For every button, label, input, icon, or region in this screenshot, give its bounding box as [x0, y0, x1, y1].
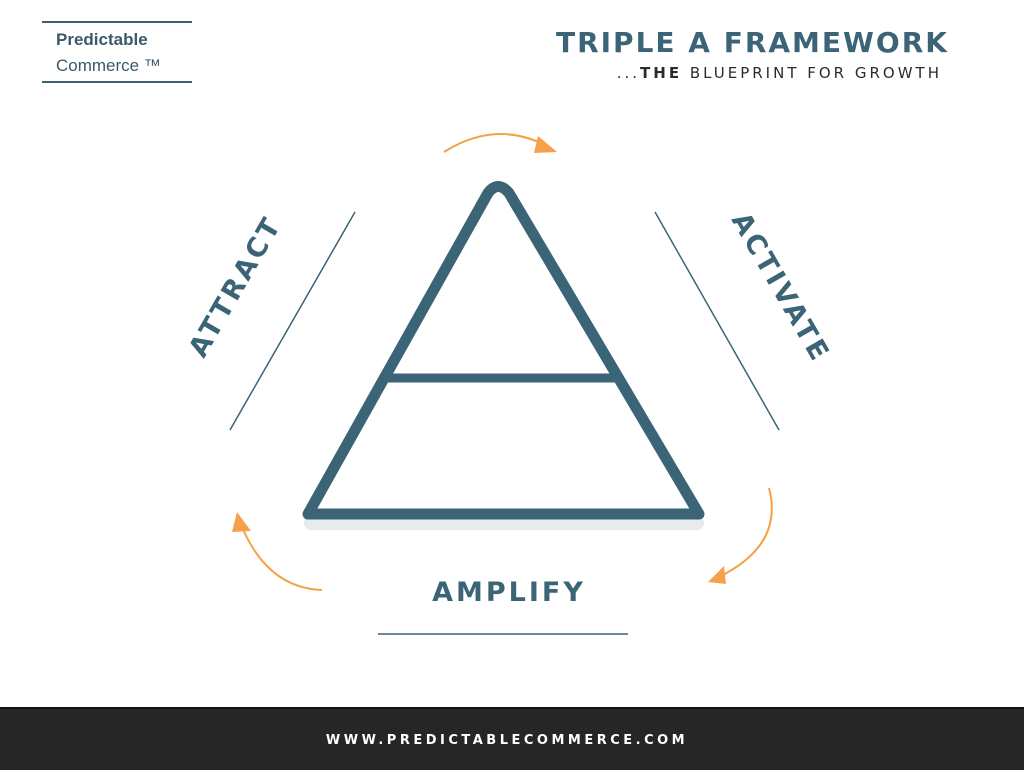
label-amplify: AMPLIFY: [432, 577, 586, 608]
footer-bar: WWW.PREDICTABLECOMMERCE.COM: [0, 707, 1024, 770]
brand-logo: Predictable Commerce ™: [42, 21, 192, 83]
subtitle-emphasis: THE: [640, 64, 683, 82]
triple-a-diagram: ATTRACT ACTIVATE AMPLIFY: [183, 133, 836, 635]
page-title: TRIPLE A FRAMEWORK: [555, 26, 949, 59]
arrow-top-icon: [443, 133, 546, 153]
logo-line1: Predictable: [56, 30, 148, 49]
logo-rule-bottom: [42, 81, 192, 83]
arrow-left-icon: [241, 526, 323, 591]
label-activate: ACTIVATE: [725, 207, 836, 368]
arrow-right-icon: [718, 487, 773, 578]
right-divider-line: [654, 211, 780, 431]
left-divider-line: [229, 211, 356, 431]
label-attract: ATTRACT: [183, 211, 288, 363]
subtitle-rest: BLUEPRINT FOR GROWTH: [682, 64, 942, 82]
footer-website-link[interactable]: WWW.PREDICTABLECOMMERCE.COM: [325, 733, 689, 748]
arrow-left-head: [232, 512, 251, 532]
arrow-top-head: [534, 136, 557, 153]
subtitle-prefix: ...: [616, 64, 641, 82]
triangle-a-shape: [302, 181, 705, 520]
arrow-right-head: [708, 566, 726, 584]
page-subtitle: ...THE BLUEPRINT FOR GROWTH: [617, 64, 942, 82]
logo-rule-top: [42, 21, 192, 23]
logo-line2: Commerce ™: [56, 56, 161, 75]
